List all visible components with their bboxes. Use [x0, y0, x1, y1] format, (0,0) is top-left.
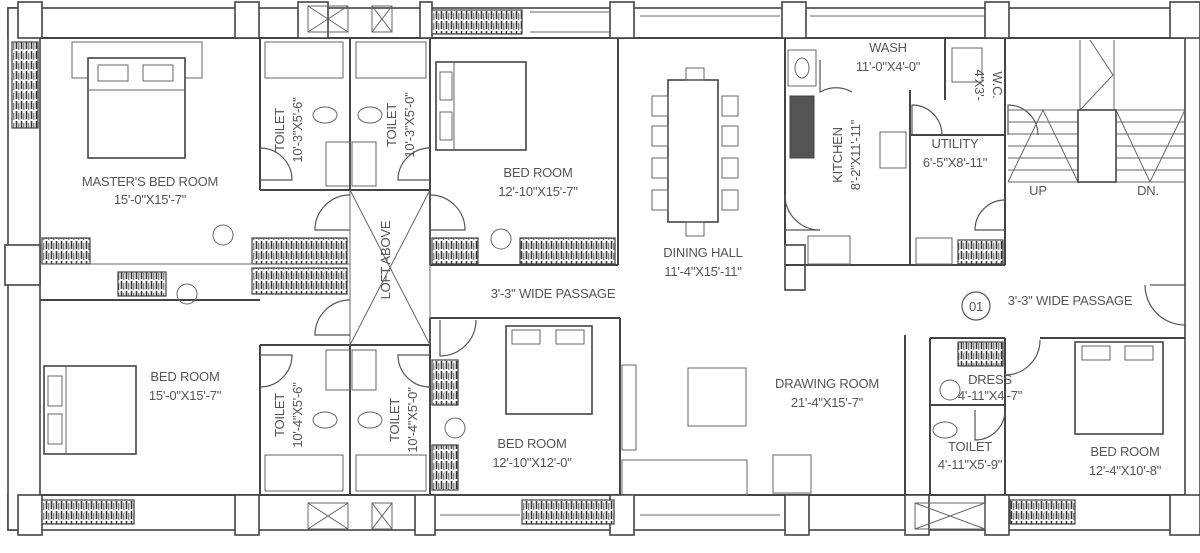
loft-label: LOFT ABOVE: [378, 220, 393, 299]
bed-top-middle-size: 12'-10"X15'-7": [498, 184, 578, 199]
dining-table: [667, 79, 719, 223]
interior-walls: [40, 38, 1185, 495]
furniture: [43, 41, 1164, 496]
bed-bottom-middle-name: BED ROOM: [497, 436, 566, 451]
passage-right-label: 3'-3" WIDE PASSAGE: [1008, 293, 1133, 308]
unit-number-marker: [961, 291, 991, 321]
bed-bottom-left-size: 15'-0"X15'-7": [149, 388, 222, 403]
bed-right-name: BED ROOM: [1090, 444, 1159, 459]
toilet-right-size: 4'-11"X5'-9": [938, 457, 1003, 472]
bed-bottom-middle-size: 12'-10"X12'-0": [492, 455, 572, 470]
wash-size: 11'-0"X4'-0": [856, 59, 921, 74]
dress-size: 4'-11"X4'-7": [958, 388, 1023, 403]
staircase: [1007, 39, 1186, 184]
stair-up: UP: [1029, 183, 1047, 198]
doors: [259, 60, 1186, 441]
bed-top-middle-name: BED ROOM: [503, 165, 572, 180]
dining-name: DINING HALL: [663, 245, 742, 260]
bed-top-middle: [435, 61, 527, 151]
utility-name: UTILITY: [932, 136, 980, 151]
wardrobes: [11, 9, 1076, 525]
bed-bottom-left: [43, 365, 137, 455]
bed-bottom-left-name: BED ROOM: [150, 369, 219, 384]
outer-walls: [7, 7, 1200, 531]
unit-number: 01: [969, 299, 983, 314]
wash-name: WASH: [869, 40, 907, 55]
windows: [307, 5, 986, 530]
utility-size: 6'-5"X8'-11": [923, 155, 988, 170]
master-bed-size: 15'-0"X15'-7": [114, 192, 187, 207]
stair-down: DN.: [1137, 183, 1159, 198]
drawing-name: DRAWING ROOM: [775, 376, 879, 391]
drawing-size: 21'-4"X15'-7": [791, 395, 864, 410]
coffee-table: [687, 367, 747, 427]
master-bed: [87, 57, 186, 159]
toilet-right-name: TOILET: [948, 439, 992, 454]
dress-name: DRESS: [968, 372, 1012, 387]
bed-right-size: 12'-4"X10'-8": [1089, 463, 1162, 478]
master-bed-name: MASTER'S BED ROOM: [82, 174, 218, 189]
passage-left-label: 3'-3" WIDE PASSAGE: [491, 286, 616, 301]
wc-label: W.C.4'X3'-: [972, 69, 1005, 100]
dining-size: 11'-4"X15'-11": [664, 264, 742, 279]
bed-bottom-middle: [505, 325, 593, 415]
bed-right: [1074, 341, 1164, 435]
